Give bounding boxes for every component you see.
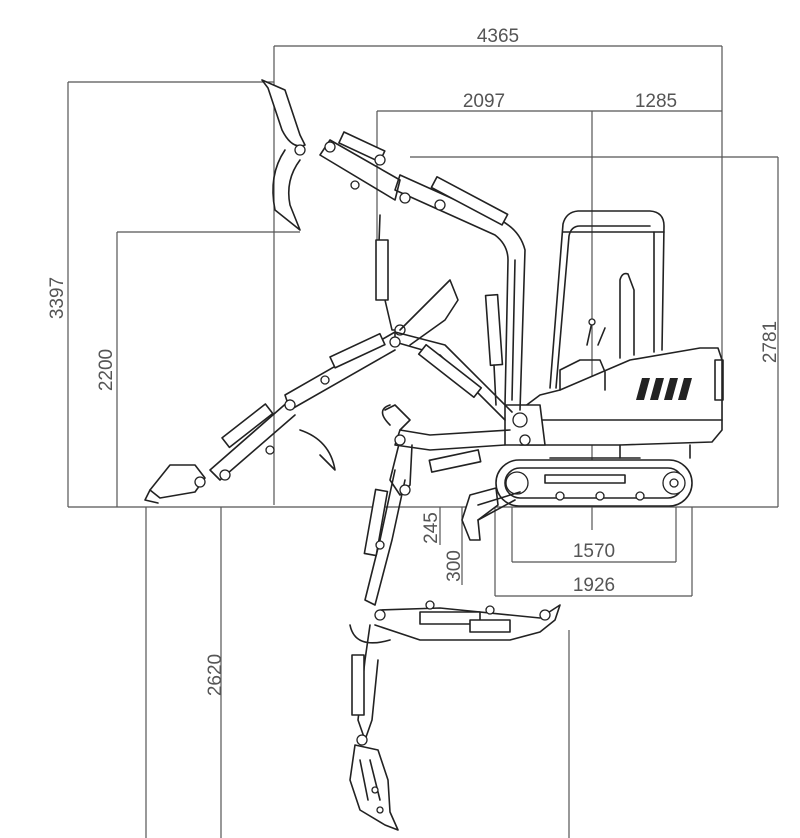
dim-tumbler-length: 1570 <box>573 541 615 562</box>
dim-reach-front: 2097 <box>463 91 505 112</box>
dim-overall-height: 2781 <box>760 321 781 363</box>
dim-track-length: 1926 <box>573 575 615 596</box>
canopy <box>549 210 665 389</box>
arm-position-max-depth <box>349 404 561 831</box>
dim-max-dig-height: 3397 <box>47 277 68 319</box>
arm-position-max-reach <box>144 279 513 504</box>
dim-rear-length: 1285 <box>635 91 677 112</box>
operator-seat <box>559 359 606 391</box>
dim-overall-length: 4365 <box>477 26 519 47</box>
arm-position-max-height <box>261 79 526 411</box>
upper-structure <box>519 347 723 446</box>
dim-max-dig-depth: 2620 <box>205 654 226 696</box>
dozer-blade <box>461 487 499 541</box>
dim-ground-clearance: 245 <box>421 512 442 544</box>
excavator-body <box>461 210 724 541</box>
hood-vents <box>636 378 692 400</box>
dim-max-dump-height: 2200 <box>96 349 117 391</box>
dim-blade-depth: 300 <box>444 550 465 582</box>
exhaust-pipe <box>619 272 635 359</box>
dimension-labels: 4365 2097 1285 3397 2200 2781 2620 245 3… <box>47 26 781 696</box>
